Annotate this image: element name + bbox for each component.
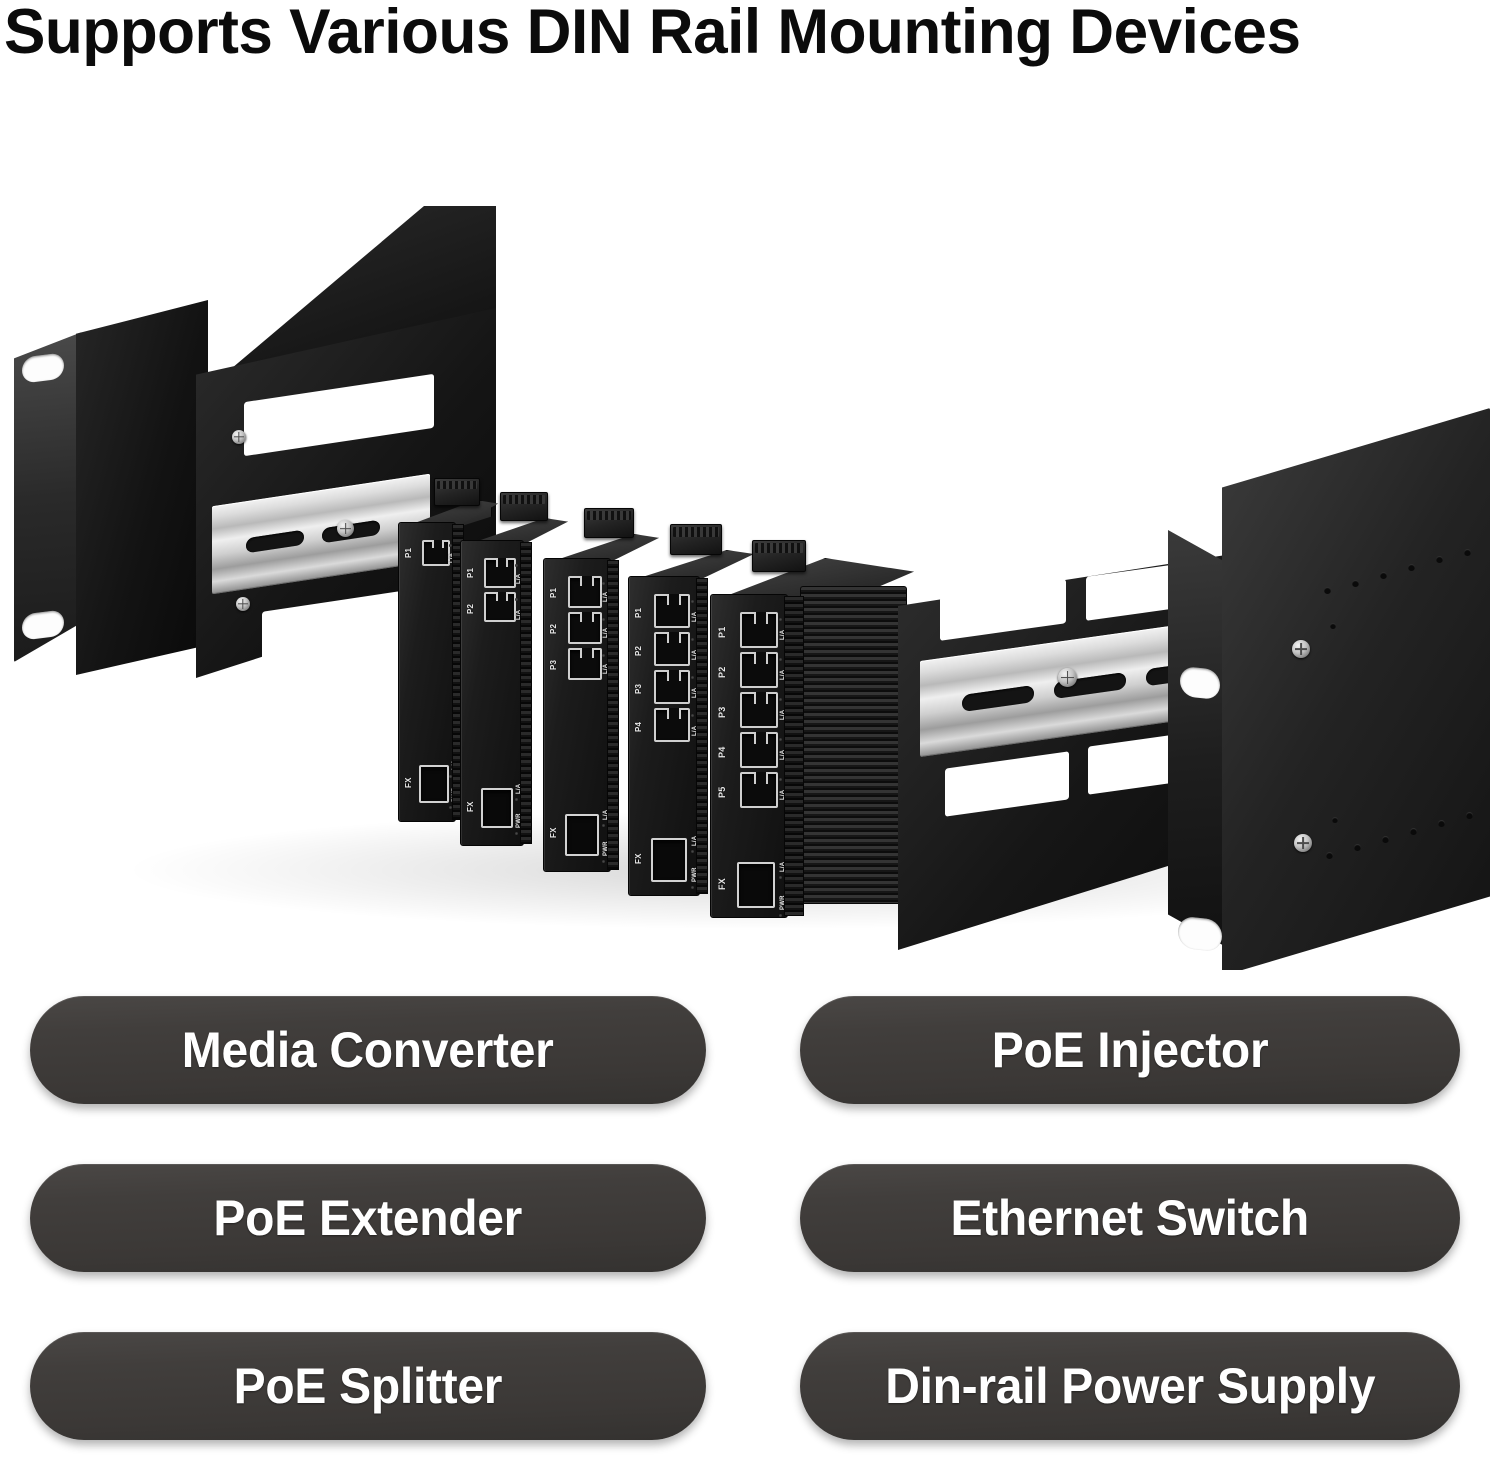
din-rail-screw [1058,668,1077,687]
fx-label: FX [466,801,475,812]
rj45-port [740,692,778,728]
fx-label: FX [549,827,558,838]
link-act-label: L/A [780,669,786,680]
port-label: P1 [404,547,413,558]
port-label: P4 [634,721,643,732]
mounting-screw [1294,834,1312,852]
device-tag-din-rail-power-supply[interactable]: Din-rail Power Supply [800,1332,1460,1440]
mounting-screw [1292,640,1310,658]
link-act-label: L/A [780,749,786,760]
rj45-port [654,594,690,628]
rj45-port [740,612,778,648]
rj45-port [654,632,690,666]
port-label: P1 [466,567,475,578]
device-tag-media-converter[interactable]: Media Converter [30,996,706,1104]
port-label: P2 [549,623,558,634]
rack-ear-flange-left [76,300,208,675]
rj45-port [654,670,690,704]
device-tag-poe-splitter[interactable]: PoE Splitter [30,1332,706,1440]
port-label: P1 [549,587,558,598]
mounting-screw [232,430,246,444]
device-tag-label: Din-rail Power Supply [884,1358,1376,1414]
device-tag-poe-extender[interactable]: PoE Extender [30,1164,706,1272]
rack-ear-flange-right [1168,530,1228,948]
rj45-port [568,612,602,644]
device-tag-label: PoE Splitter [233,1358,503,1414]
product-photo: P1 L/A FX PWR L/A P1 P2 L/A L/A [0,120,1500,970]
device-tag-ethernet-switch[interactable]: Ethernet Switch [800,1164,1460,1272]
mounting-screw [236,597,250,611]
sfp-fx-port [481,788,513,828]
rj45-port [568,576,602,608]
link-act-label: L/A [780,789,786,800]
device-tag-label: Media Converter [182,1022,554,1078]
rack-ear-bracket-left [14,332,82,662]
port-label: P3 [717,706,727,718]
port-label: P2 [717,666,727,678]
sfp-fx-port [651,838,687,882]
rj45-port [484,558,516,588]
din-rail-screw [337,520,354,537]
link-act-label: L/A [780,629,786,640]
fx-label: FX [404,777,413,788]
pwr-label: PWR [780,895,786,910]
rj45-port [568,648,602,680]
device-tag-poe-injector[interactable]: PoE Injector [800,996,1460,1104]
port-label: P2 [466,603,475,614]
port-label: P3 [634,683,643,694]
port-label: P4 [717,746,727,758]
link-act-label: L/A [780,861,786,872]
rj45-port [740,772,778,808]
sfp-fx-port [737,862,775,908]
fx-label: FX [634,853,643,864]
rj45-port [654,708,690,742]
port-label: P3 [549,659,558,670]
port-label: P1 [717,626,727,638]
port-label: P2 [634,645,643,656]
fx-label: FX [717,878,727,890]
rj45-port [740,732,778,768]
rj45-port [422,540,450,566]
port-label: P5 [717,786,727,798]
rj45-port [484,592,516,622]
device-tag-label: PoE Extender [213,1190,523,1246]
device-tag-label: Ethernet Switch [950,1190,1310,1246]
page-title: Supports Various DIN Rail Mounting Devic… [4,0,1301,67]
port-label: P1 [634,607,643,618]
sfp-fx-port [565,814,599,856]
device-tag-label: PoE Injector [991,1022,1269,1078]
sfp-fx-port [419,765,449,803]
rack-ear-bracket-right [1222,408,1490,970]
rj45-port [740,652,778,688]
link-act-label: L/A [780,709,786,720]
